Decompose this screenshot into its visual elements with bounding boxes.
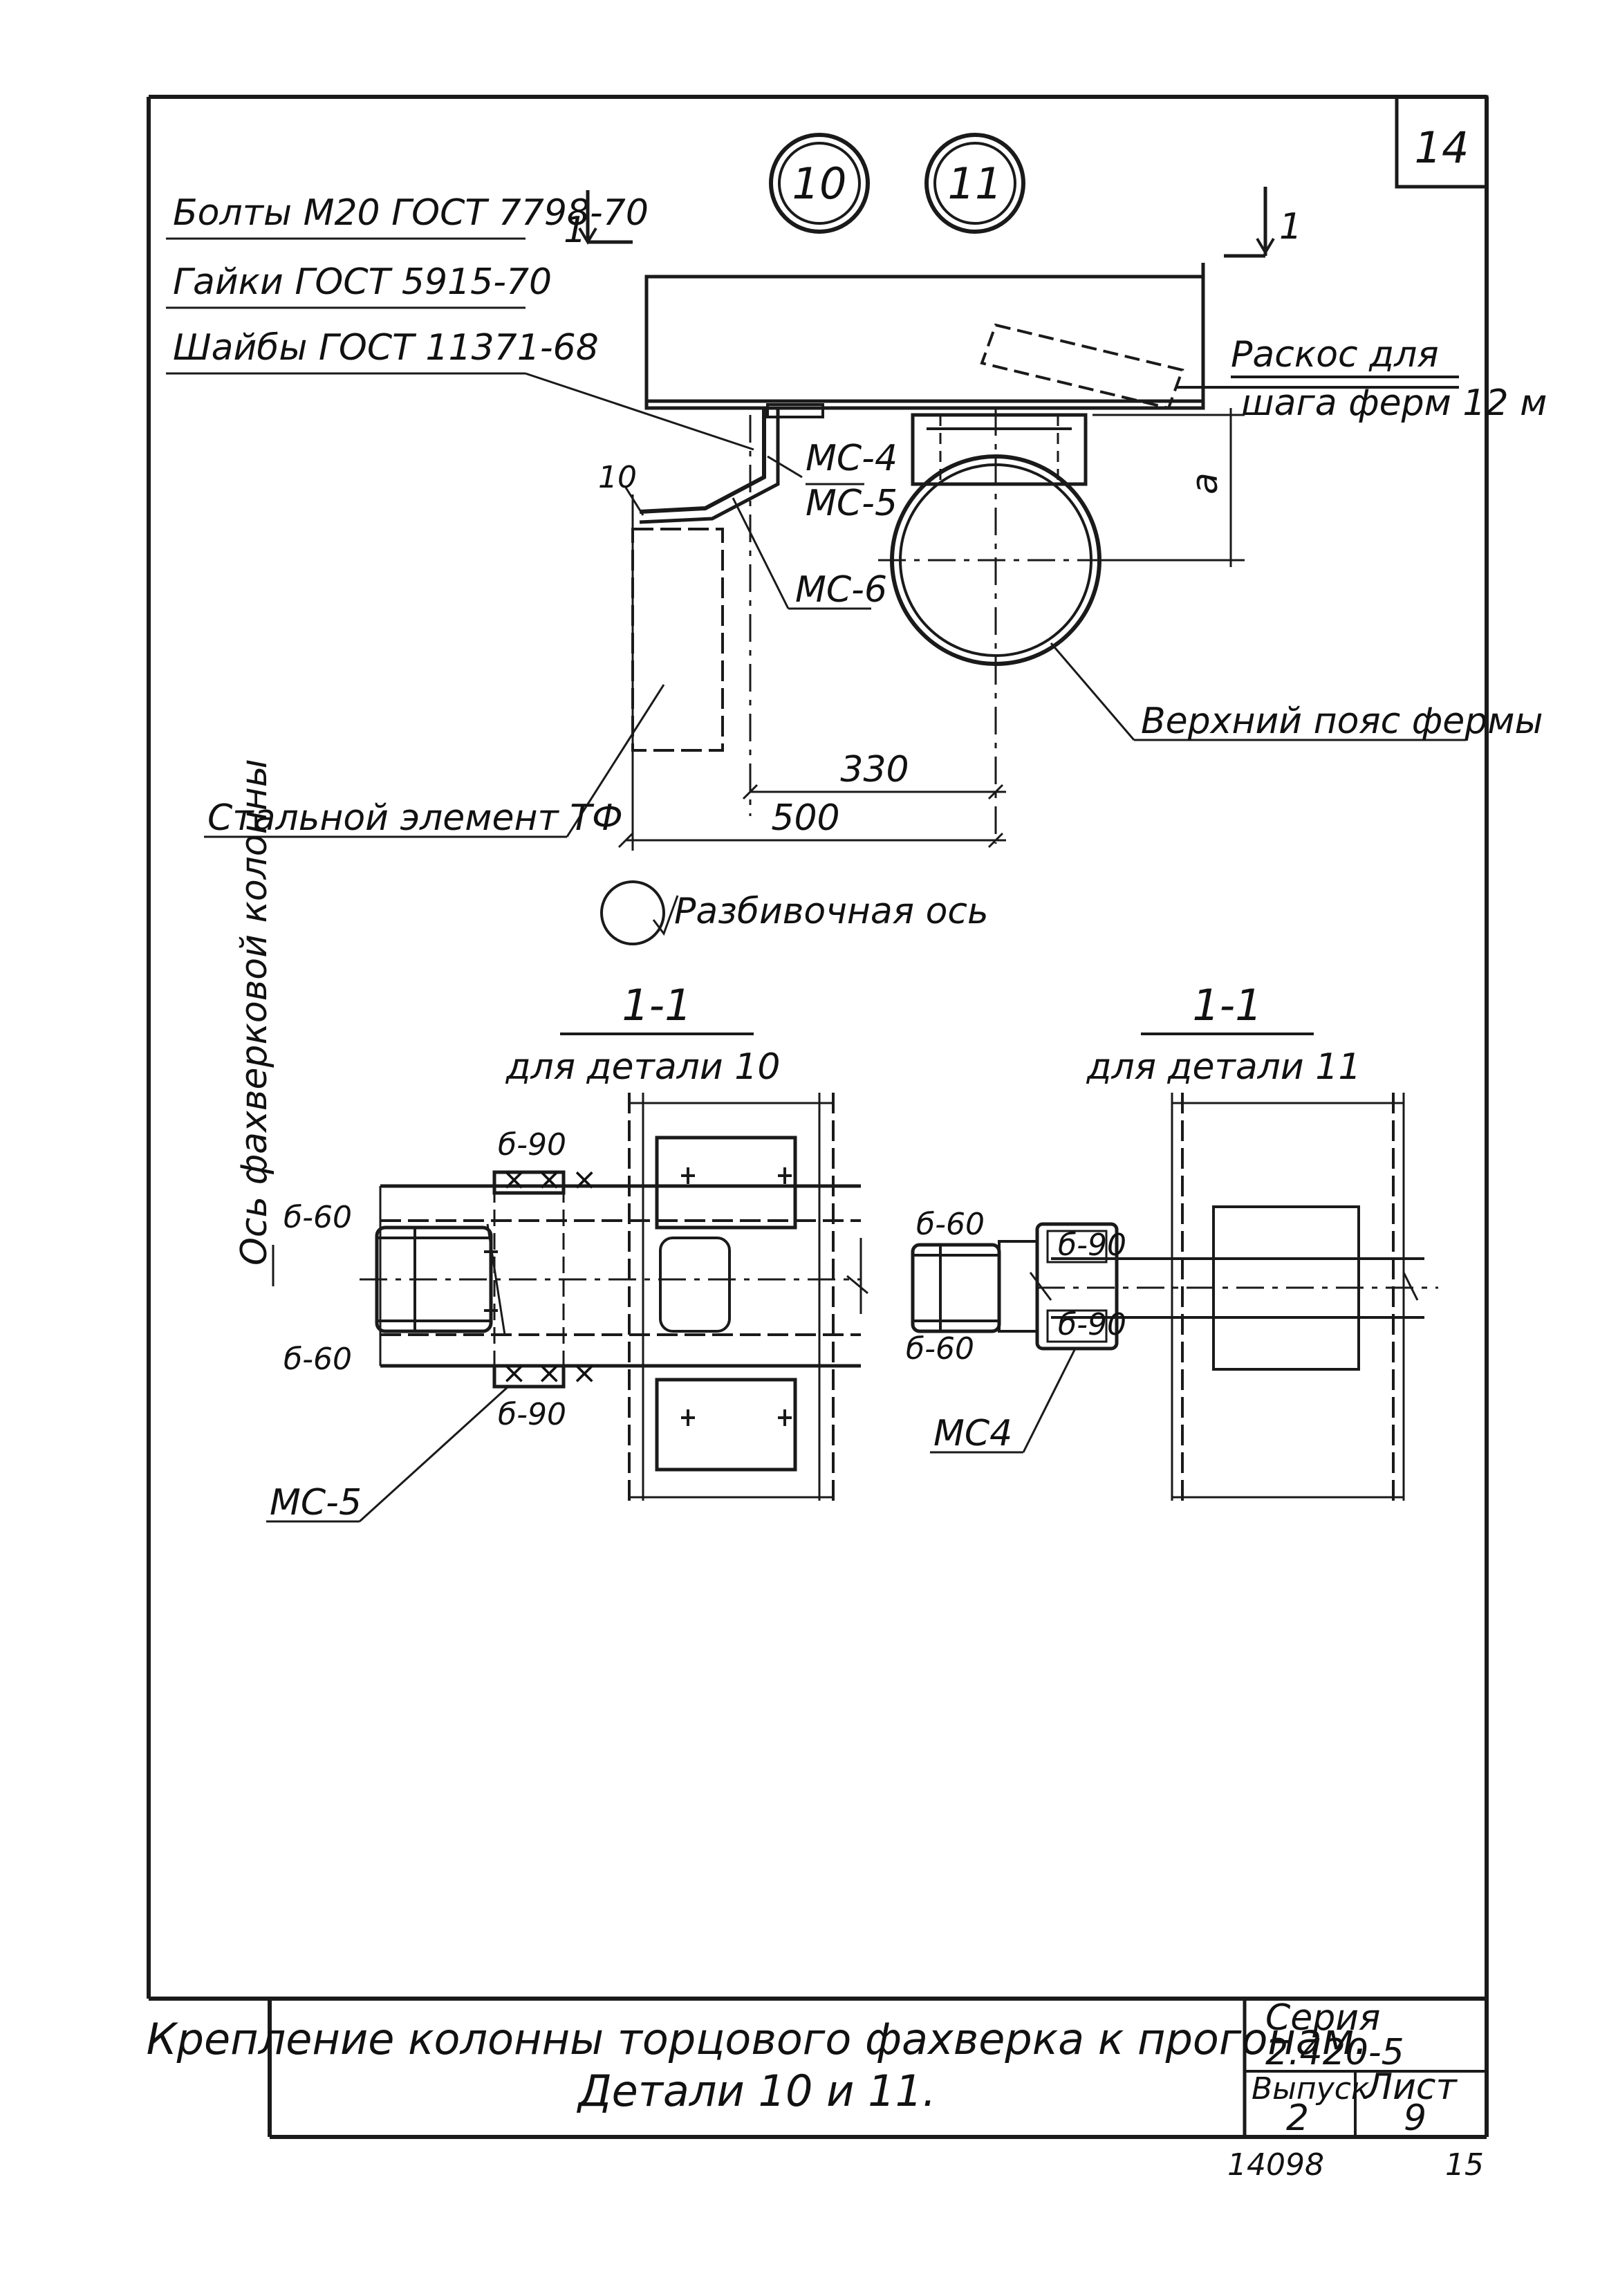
sheet-label: Лист [1364,2066,1458,2108]
chord-label: Верхний пояс фермы [1141,701,1543,742]
detail-marker-10: 10 [769,133,870,234]
section-detail-11: 1-1 для детали 11 б-60 б-90 б-60 б-90 МС… [906,980,1438,1501]
connection-plates: МС-4 МС-5 МС-6 10 [598,403,898,611]
page-number: 14 [1415,122,1469,173]
page-number-box: 14 [1395,95,1489,189]
section-10-b60-top: б-60 [283,1200,352,1235]
section-11-b90-bottom: б-90 [1058,1307,1126,1342]
steel-element-label: Стальной элемент ТФ [207,797,623,839]
dimension-500: 500 [617,797,1006,849]
section-11-b60-top: б-60 [916,1207,985,1242]
section-mark-left: 1 [564,190,633,251]
section-10-b90-top: б-90 [498,1127,566,1163]
layout-axis-label: Разбивочная ось [674,891,989,932]
brace: Раскос для шага ферм 12 м [980,323,1547,424]
note-washers: Шайбы ГОСТ 11371-68 [173,327,599,369]
shim-top-marks: × × × [501,1162,597,1197]
section-11-subtitle: для детали 11 [1086,1046,1361,1088]
issue-label: Выпуск [1252,2071,1370,2107]
column-axis-label: Ось фахверковой колонны [234,759,275,1266]
title-block: Крепление колонны торцового фахверка к п… [147,1997,1487,2139]
archive-code: 14098 [1227,2147,1324,2183]
label-mc6: МС-6 [795,569,887,611]
section-11-b60-bottom: б-60 [906,1331,974,1367]
layout-axis-marker: Разбивочная ось [600,880,989,945]
section-11-mc4: МС4 [933,1413,1012,1454]
sheet-frame [147,95,1489,2137]
purlin [644,263,1205,410]
issue-value: 2 [1286,2098,1309,2139]
truss-top-chord: Верхний пояс фермы [878,408,1543,844]
brace-label: Раскос для [1231,334,1439,376]
note-nuts: Гайки ГОСТ 5915-70 [173,261,552,303]
section-detail-10: 1-1 для детали 10 [266,980,868,1524]
steel-element-tf: Стальной элемент ТФ [204,415,752,851]
brace-label-line2: шага ферм 12 м [1241,382,1547,424]
column-axis: Ось фахверковой колонны [234,759,275,1286]
section-10-b90-bottom: б-90 [498,1397,566,1432]
note-bolts: Болты М20 ГОСТ 7798-70 [173,192,649,234]
dimension-a-label: а [1184,472,1226,494]
title-line-2: Детали 10 и 11. [576,2066,936,2116]
shim-bottom-marks: × × × [501,1355,597,1391]
fastener-notes: Болты М20 ГОСТ 7798-70 Гайки ГОСТ 5915-7… [166,192,754,451]
section-11-title: 1-1 [1192,980,1262,1030]
sheet-value: 9 [1404,2098,1426,2139]
dimension-500-label: 500 [771,797,839,839]
section-10-mc5: МС-5 [270,1482,362,1524]
detail-number-11: 11 [948,158,1003,209]
series-value: 2.420-5 [1265,2032,1404,2073]
series-label: Серия [1265,1997,1380,2039]
section-mark-right: 1 [1224,187,1302,258]
label-mc4: МС-4 [806,438,898,479]
detail-marker-11: 11 [924,133,1025,234]
dimension-10-label: 10 [598,460,637,495]
title-line-1: Крепление колонны торцового фахверка к п… [147,2014,1368,2064]
section-mark-right-label: 1 [1279,206,1302,248]
bottom-page-number: 15 [1445,2147,1484,2183]
detail-number-10: 10 [792,158,847,209]
dimension-330: 330 [742,749,1006,800]
section-10-title: 1-1 [622,980,691,1030]
dimension-a: а [1092,408,1245,567]
section-10-b60-bottom: б-60 [283,1342,352,1377]
label-mc5: МС-5 [806,483,898,524]
dimension-330-label: 330 [840,749,909,790]
section-10-subtitle: для детали 10 [505,1046,781,1088]
section-mark-left-label: 1 [564,210,586,251]
section-11-b90-top: б-90 [1058,1228,1126,1263]
